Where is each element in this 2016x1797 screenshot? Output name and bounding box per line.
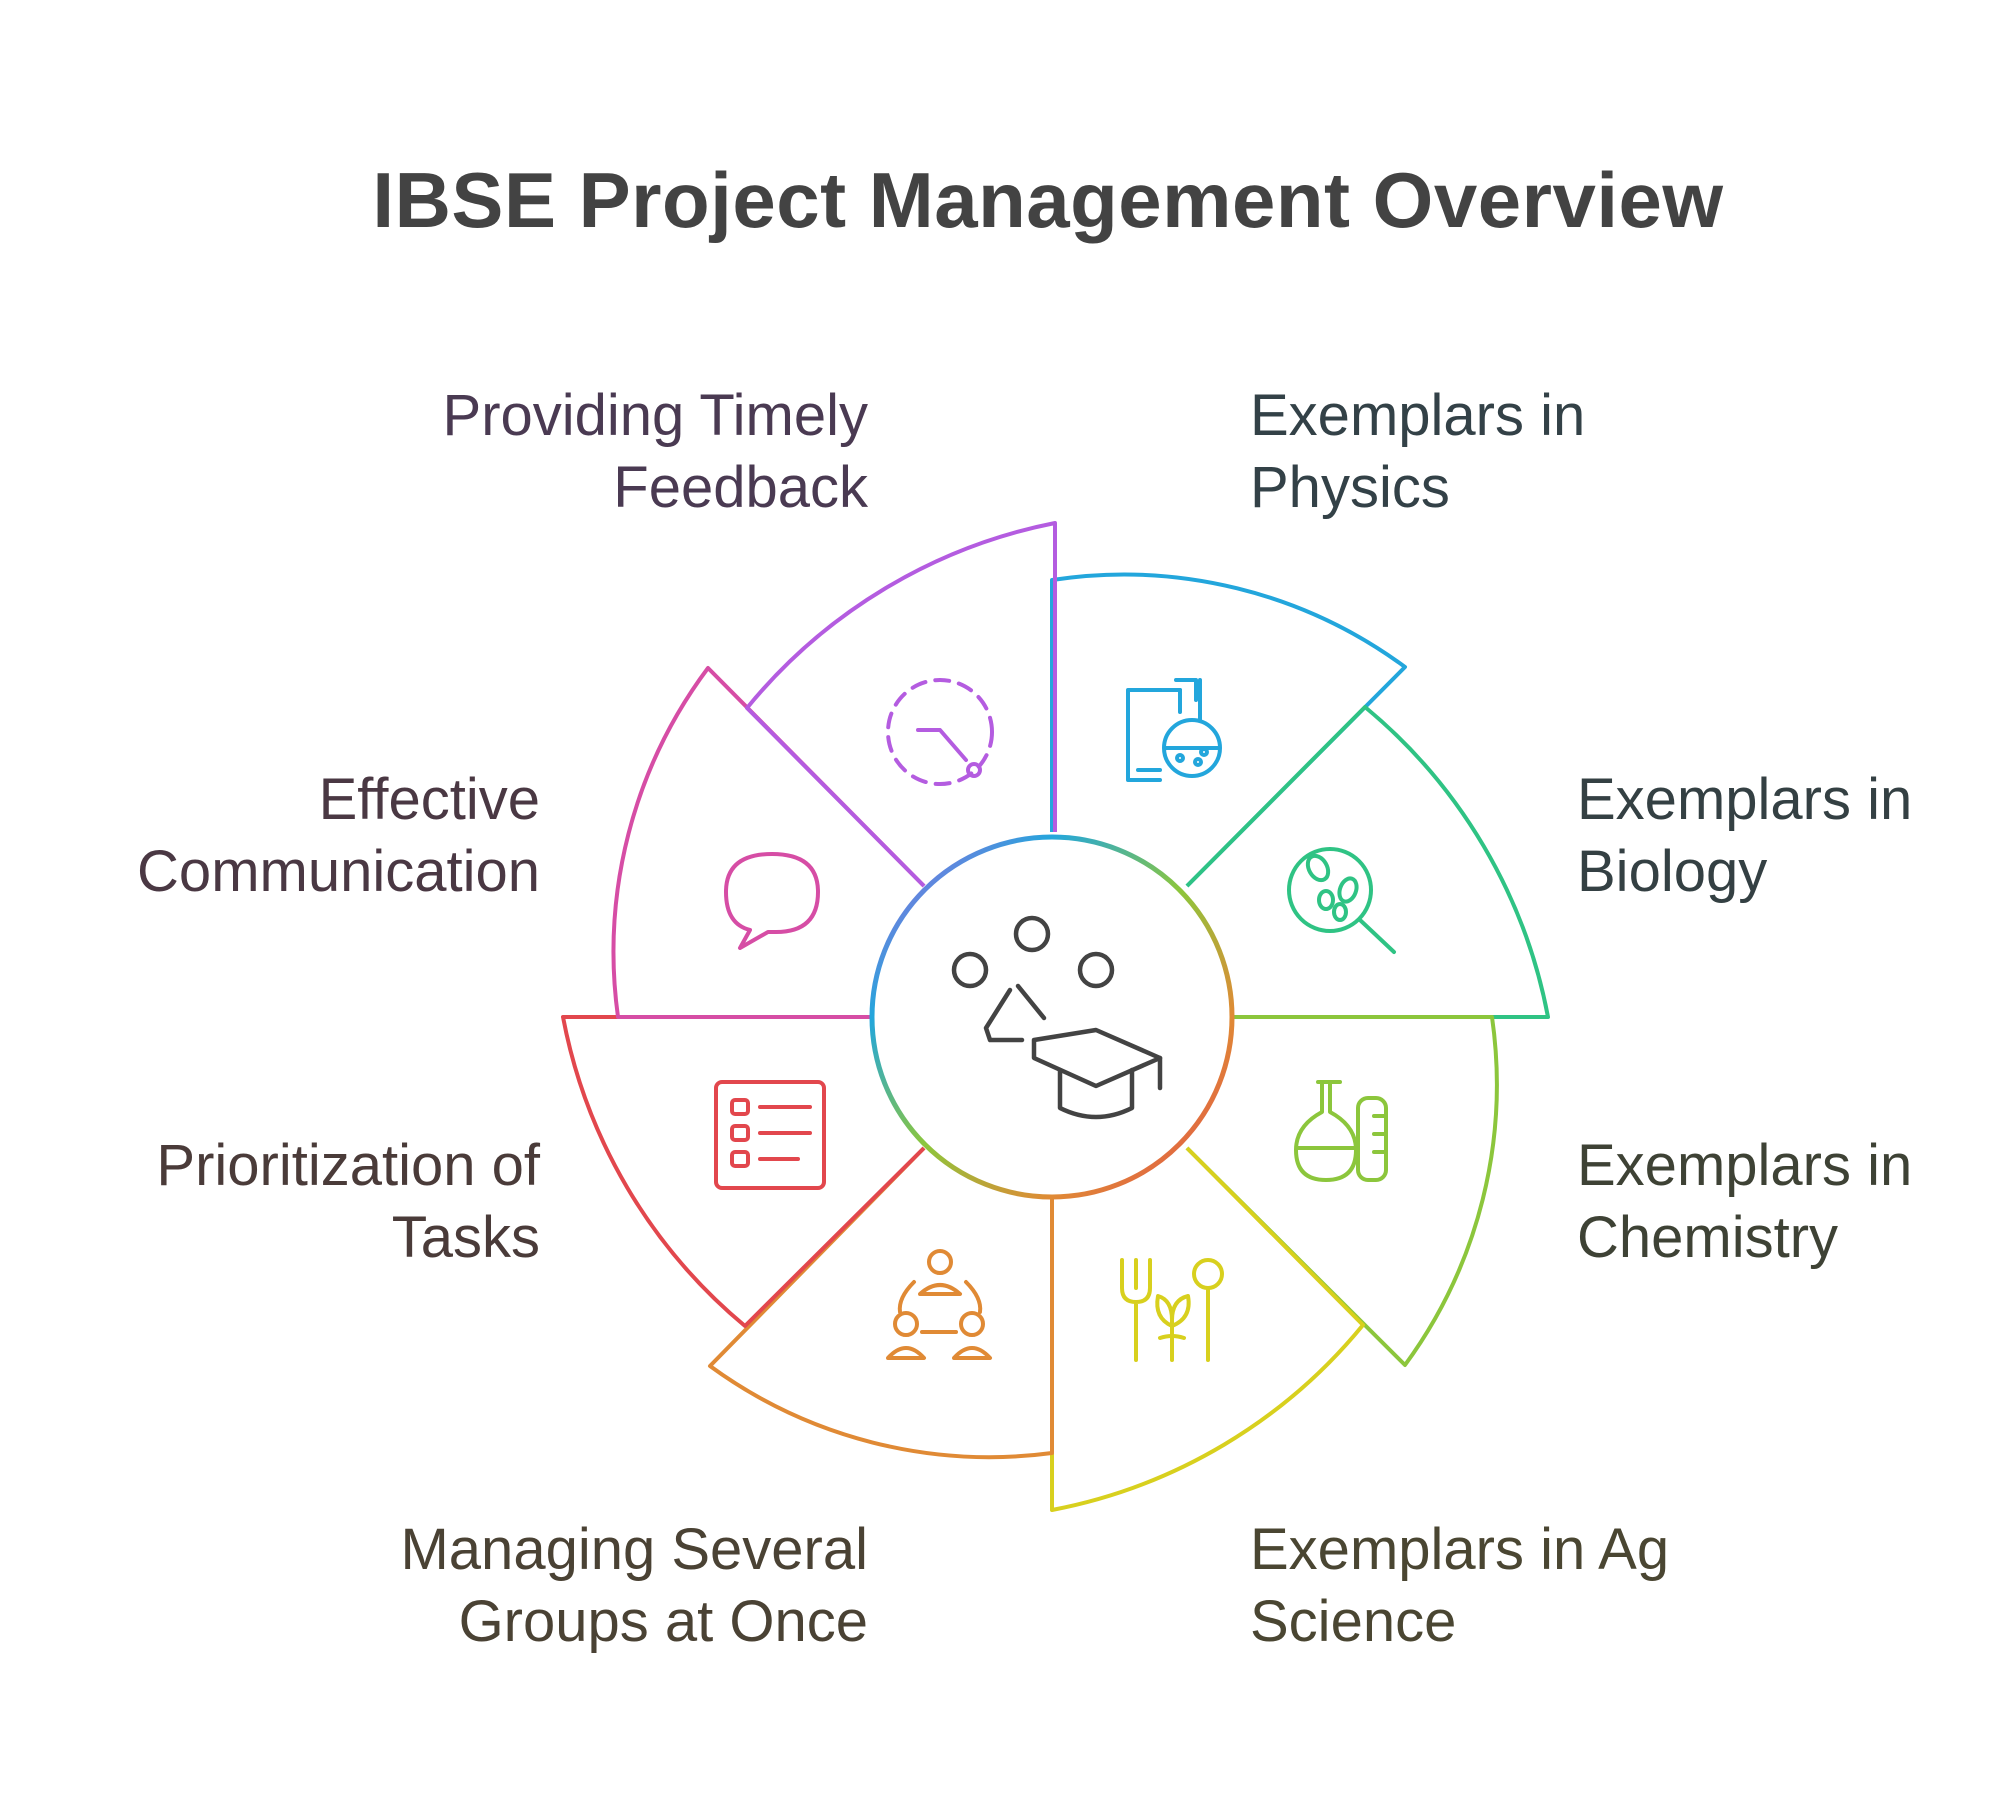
label-managing-groups: Managing Several Groups at Once — [400, 1517, 868, 1654]
label-communication: Effective Communication — [137, 767, 540, 904]
label-prioritization: Prioritization of Tasks — [156, 1133, 540, 1270]
label-ag-science: Exemplars in Ag Science — [1250, 1517, 1670, 1654]
segment-biology — [1185, 705, 1550, 1019]
lab-flask-book-icon — [1126, 678, 1222, 782]
segment-ag-science — [1050, 1146, 1365, 1512]
label-chemistry: Exemplars in Chemistry — [1577, 1133, 1913, 1270]
flask-test-tube-icon — [1294, 1080, 1388, 1182]
teacher-students-graduation-cap-icon — [951, 915, 1163, 1120]
label-biology: Exemplars in Biology — [1577, 767, 1913, 904]
center-hub — [869, 834, 1235, 1200]
speech-bubble-icon — [724, 852, 820, 950]
segment-chemistry — [1185, 1015, 1499, 1367]
task-list-icon — [714, 1080, 826, 1190]
label-feedback: Providing Timely Feedback — [442, 383, 868, 520]
segment-feedback — [745, 521, 1057, 888]
timer-clock-icon — [886, 678, 994, 786]
magnifier-cells-icon — [1287, 847, 1396, 954]
segment-prioritization — [561, 1015, 926, 1328]
segment-physics — [1050, 572, 1407, 888]
segment-communication — [611, 666, 926, 1019]
diagram-title: IBSE Project Management Overview — [372, 156, 1724, 244]
group-people-icon — [886, 1249, 992, 1360]
fork-plant-spoon-icon — [1120, 1258, 1224, 1362]
label-physics: Exemplars in Physics — [1250, 383, 1586, 520]
segment-managing-groups — [708, 1146, 1054, 1460]
